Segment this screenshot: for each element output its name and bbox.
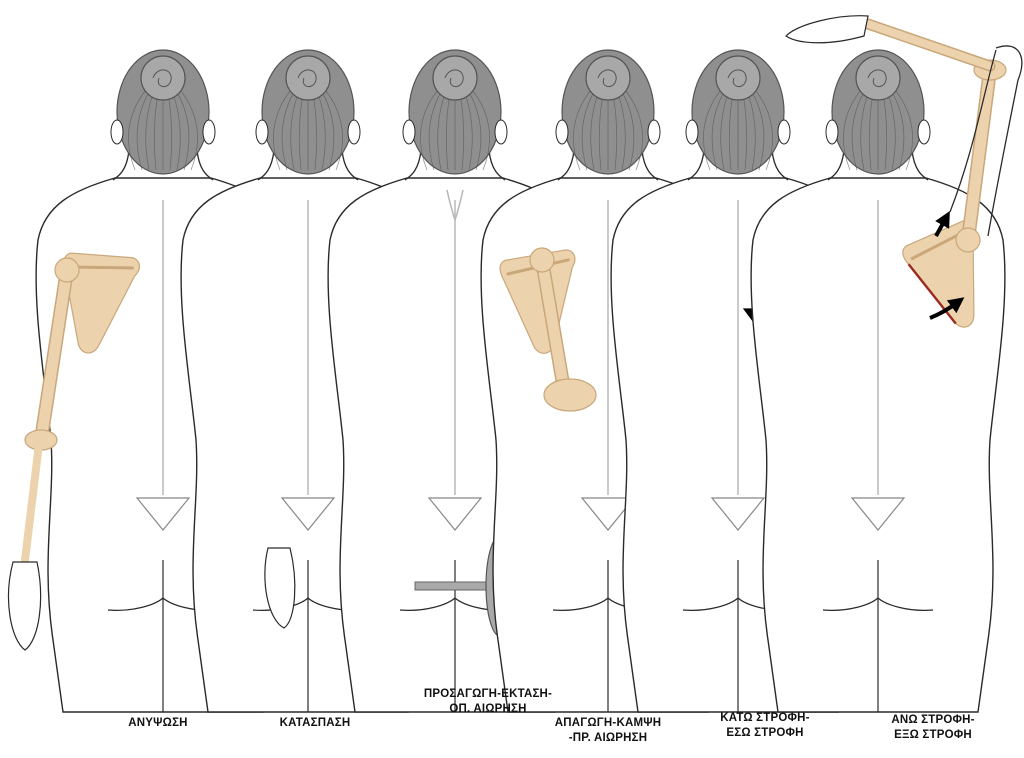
forearm-bone [864,20,994,70]
caption-adduction: ΠΡΟΣΑΓΩΓΗ-ΕΚΤΑΣΗ- ΟΠ. ΑΙΩΡΗΣΗ [398,687,578,717]
caption-line: ΑΝΥΨΩΣΗ [128,717,188,729]
neck-outline [404,149,506,181]
hair-bun-swirl [727,69,747,87]
humerus-shaft [35,264,73,446]
sacrum-triangle [280,497,336,531]
movement-arrow [929,297,965,320]
ear-right [494,119,508,145]
caption-depression: ΚΑΤΑΣΠΑΣΗ [255,716,375,731]
humerus-bone [955,59,1007,253]
scapula-medial-edge [907,263,957,325]
sacrum-triangle [427,497,483,531]
neck-outline [687,149,789,181]
humerus-head [529,247,555,273]
ear-right [917,119,931,145]
caption-elevation: ΑΝΥΨΩΣΗ [98,716,218,731]
caption-line: ΑΝΩ ΣΤΡΟΦΗ- [891,714,975,726]
sacrum-triangle [850,497,906,531]
humerus-bone [529,247,581,401]
caption-line: -ΠΡ. ΑΙΩΡΗΣΗ [568,732,648,744]
hair-strand [319,83,343,171]
neck-outline [257,149,359,181]
hair-bun [585,55,631,101]
ear-left [255,119,269,145]
scapula-spine [69,265,134,270]
hair-strand [749,83,773,171]
humerus-bone [24,257,80,451]
hand [264,547,296,629]
humerus-head [54,257,80,283]
hair-bun [715,55,761,101]
neck-outline [557,149,659,181]
sacrum-triangle [580,497,636,531]
hair-strand [703,83,727,171]
hair-strand [128,83,152,171]
hair-strand [889,83,913,171]
ear-right [647,119,661,145]
humerus-shaft [536,254,570,396]
hair-bun [285,55,331,101]
hair-bun [140,55,186,101]
neck-outline [112,149,214,181]
caption-upward-rotation: ΑΝΩ ΣΤΡΟΦΗ- ΕΞΩ ΣΤΡΟΦΗ [868,713,998,743]
caption-abduction: ΑΠΑΓΩΓΗ-ΚΑΜΨΗ -ΠΡ. ΑΙΩΡΗΣΗ [538,716,678,746]
hair-strand [573,83,597,171]
ear-left [402,119,416,145]
hair-bun-swirl [444,69,464,87]
gluteal-lines [822,560,934,611]
hair-bun-swirl [867,69,887,87]
hair-bun [855,55,901,101]
elbow [543,378,597,412]
ear-left [685,119,699,145]
caption-line: ΚΑΤΑΣΠΑΣΗ [279,717,351,729]
ear-left [555,119,569,145]
raised-arm-outline [949,45,1023,237]
hair-strand [174,83,198,171]
sacrum-triangle [710,497,766,531]
forearm-bone [21,440,43,564]
hand [7,561,42,651]
hair-strand [273,83,297,171]
caption-line: ΚΑΤΩ ΣΤΡΟΦΗ- [720,712,810,724]
hair-bun-swirl [297,69,317,87]
hand [785,15,869,44]
ear-right [777,119,791,145]
ear-left [825,119,839,145]
figure-upward-rotation [750,15,1023,713]
humerus-shaft [962,64,996,246]
caption-line: ΑΠΑΓΩΓΗ-ΚΑΜΨΗ [554,717,662,729]
sacrum-triangle [135,497,191,531]
humerus-head [955,227,981,253]
caption-line: ΕΣΩ ΣΤΡΟΦΗ [726,727,804,739]
ear-right [202,119,216,145]
caption-line: ΠΡΟΣΑΓΩΓΗ-ΕΚΤΑΣΗ- [423,688,553,700]
hair-strand [619,83,643,171]
hair-bun [432,55,478,101]
ear-left [110,119,124,145]
movement-arrow [934,211,950,237]
hair-strand [466,83,490,171]
caption-downward-rotation: ΚΑΤΩ ΣΤΡΟΦΗ- ΕΣΩ ΣΤΡΟΦΗ [700,711,830,741]
ear-right [347,119,361,145]
shoulder-blade-crease [446,189,464,223]
hair-strand [843,83,867,171]
neck-outline [827,149,929,181]
hair-bun-swirl [152,69,172,87]
hair-strand [420,83,444,171]
caption-line: ΕΞΩ ΣΤΡΟΦΗ [894,729,972,741]
caption-line: ΟΠ. ΑΙΩΡΗΣΗ [449,703,527,715]
hair-bun-swirl [597,69,617,87]
